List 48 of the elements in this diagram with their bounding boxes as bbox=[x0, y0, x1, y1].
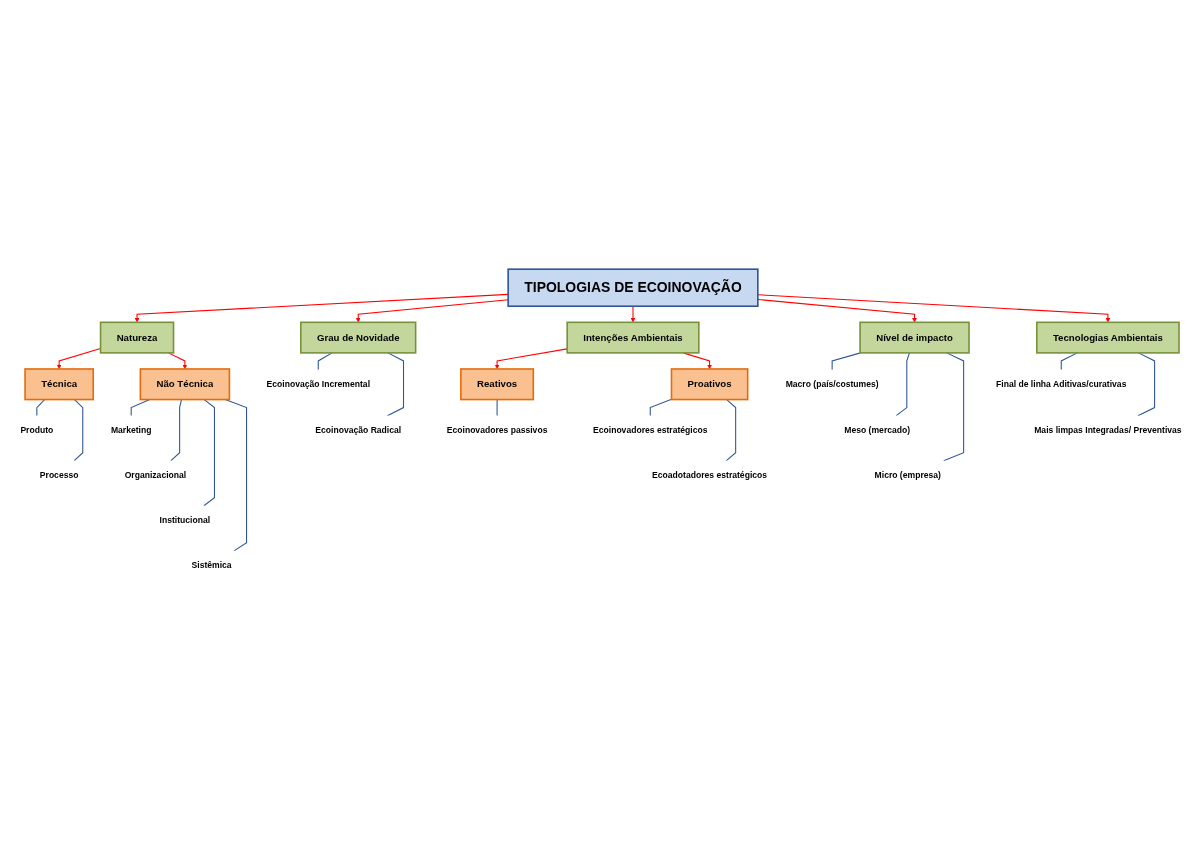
node-text: Institucional bbox=[159, 515, 211, 525]
node-text: Mais limpas Integradas/ Preventivas bbox=[1034, 425, 1182, 435]
node-text: Produto bbox=[20, 425, 54, 435]
connector bbox=[203, 399, 215, 507]
node-box: Não Técnica bbox=[139, 368, 231, 401]
node-box: TIPOLOGIAS DE ECOINOVAÇÃO bbox=[507, 268, 759, 308]
node-box: Grau de Novidade bbox=[300, 321, 417, 354]
connector bbox=[36, 399, 46, 417]
node-text: Micro (empresa) bbox=[874, 470, 941, 480]
connector bbox=[895, 352, 910, 417]
node-box: Nível de impacto bbox=[859, 321, 970, 354]
arrow bbox=[134, 293, 509, 323]
node-text: Final de linha Aditivas/curativas bbox=[996, 379, 1127, 389]
node-text: Processo bbox=[39, 470, 79, 480]
node-text: Ecoadotadores estratégicos bbox=[652, 470, 768, 480]
node-box: Intenções Ambientais bbox=[566, 321, 700, 354]
connector bbox=[943, 352, 965, 462]
node-text: Ecoinovadores passivos bbox=[446, 425, 548, 435]
connector bbox=[170, 399, 182, 462]
connector bbox=[1060, 352, 1078, 371]
connector bbox=[73, 399, 84, 462]
connector bbox=[725, 399, 737, 462]
node-text: Organizacional bbox=[124, 470, 187, 480]
node-box: Tecnologias Ambientais bbox=[1036, 321, 1180, 354]
connector bbox=[130, 399, 151, 417]
node-box: Técnica bbox=[24, 368, 95, 401]
arrow bbox=[494, 348, 568, 370]
node-box: Proativos bbox=[670, 368, 749, 401]
connector bbox=[831, 352, 862, 371]
arrow bbox=[757, 294, 1111, 323]
arrow bbox=[630, 305, 636, 323]
connector bbox=[317, 352, 333, 371]
connector bbox=[386, 352, 405, 417]
node-text: Sistêmica bbox=[191, 560, 232, 570]
node-text: Ecoinovação Incremental bbox=[266, 379, 371, 389]
node-text: Marketing bbox=[110, 425, 152, 435]
arrow bbox=[167, 352, 188, 370]
arrow bbox=[355, 299, 509, 323]
node-box: Natureza bbox=[99, 321, 175, 354]
node-text: Ecoinovação Radical bbox=[315, 425, 402, 435]
connector bbox=[496, 399, 498, 417]
connector bbox=[1137, 352, 1156, 417]
node-text: Ecoinovadores estratégicos bbox=[593, 425, 708, 435]
arrow bbox=[757, 298, 917, 323]
node-text: Macro (país/costumes) bbox=[785, 379, 879, 389]
node-text: Meso (mercado) bbox=[844, 425, 911, 435]
connector bbox=[649, 398, 673, 417]
node-box: Reativos bbox=[460, 368, 535, 401]
